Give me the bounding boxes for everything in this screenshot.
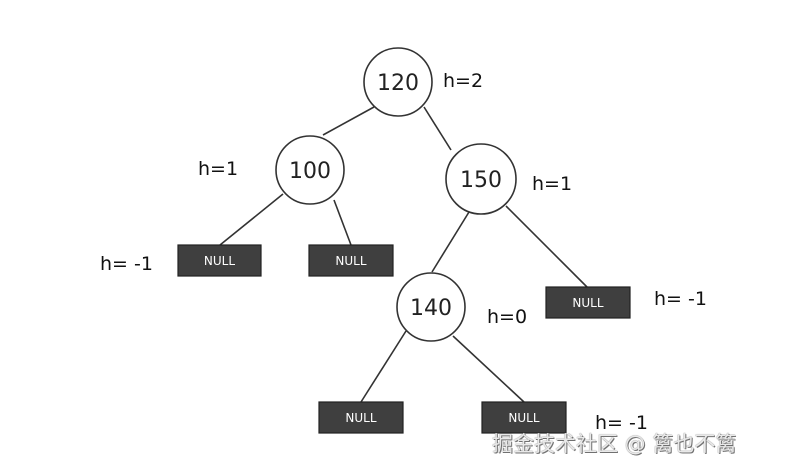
edge-100-null-left	[219, 193, 284, 246]
edge-140-null-right	[452, 335, 525, 403]
null-label: NULL	[335, 254, 366, 268]
null-box-140-right: NULL	[481, 401, 567, 434]
height-label-null-140-right: h= -1	[595, 412, 648, 434]
tree-node-100: 100	[275, 135, 345, 205]
null-box-100-right: NULL	[308, 244, 394, 277]
null-label: NULL	[572, 296, 603, 310]
height-label-null-150-right: h= -1	[654, 288, 707, 310]
edge-100-null-right	[333, 199, 352, 246]
height-label-null-100-left: h= -1	[100, 253, 153, 275]
node-label: 140	[410, 296, 452, 321]
tree-node-120: 120	[363, 47, 433, 117]
height-label-120: h=2	[443, 70, 483, 92]
watermark-text: 掘金技术社区 @ 篱也不篱	[492, 432, 737, 456]
null-box-100-left: NULL	[177, 244, 262, 277]
tree-node-150: 150	[445, 143, 517, 215]
null-label: NULL	[345, 411, 376, 425]
null-label: NULL	[508, 411, 539, 425]
tree-edges	[219, 106, 588, 403]
null-box-140-left: NULL	[318, 401, 404, 434]
node-label: 120	[377, 71, 419, 96]
edge-140-null-left	[360, 330, 407, 403]
tree-node-140: 140	[396, 272, 466, 342]
height-label-100: h=1	[198, 158, 238, 180]
edge-120-150	[423, 106, 452, 151]
null-box-150-right: NULL	[545, 286, 631, 319]
edge-120-100	[322, 106, 375, 136]
node-label: 100	[289, 159, 331, 184]
height-label-140: h=0	[487, 306, 527, 328]
null-label: NULL	[204, 254, 235, 268]
edge-150-140	[431, 211, 470, 273]
height-label-150: h=1	[532, 173, 572, 195]
node-label: 150	[460, 168, 502, 193]
edge-150-null-right	[505, 205, 588, 288]
